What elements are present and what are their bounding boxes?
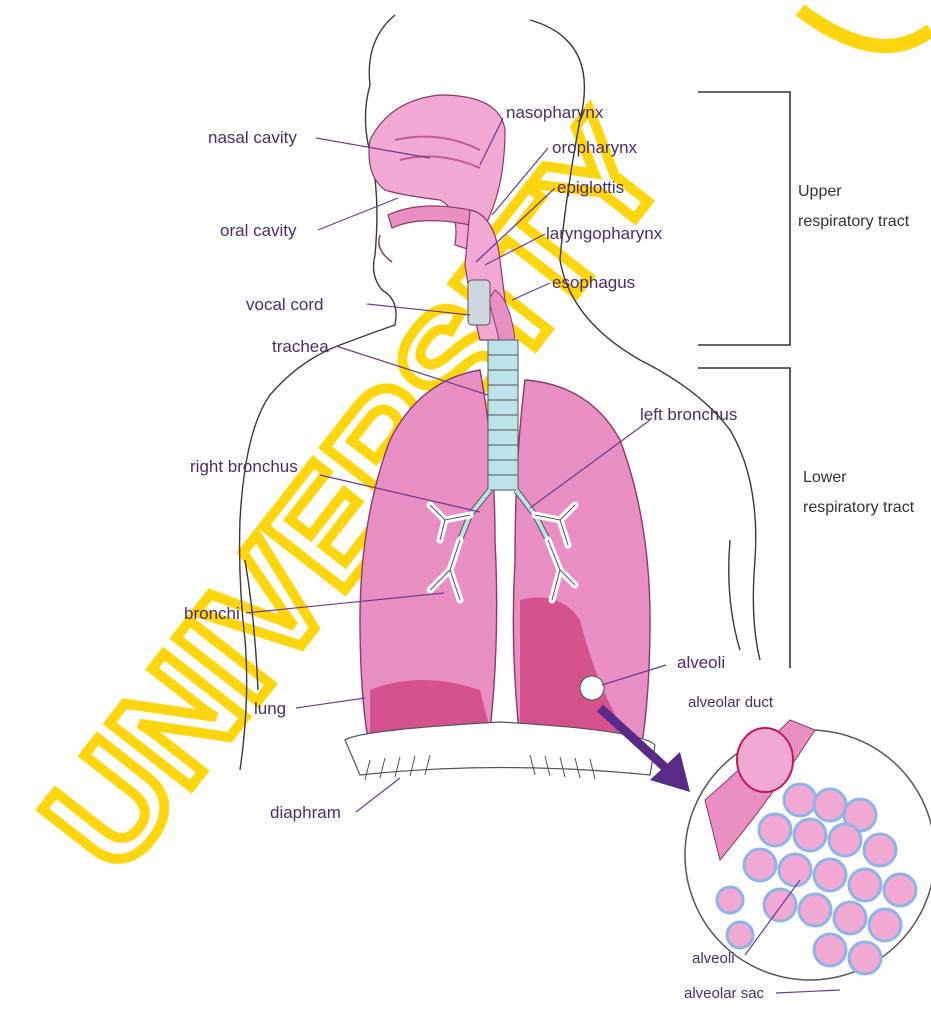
label-laryngopharynx: laryngopharynx [546,224,663,243]
upper-tract-label-line2: respiratory tract [798,213,910,230]
watermark-arc-top [800,10,931,46]
label-oropharynx: oropharynx [552,138,638,157]
upper-tract-bracket [698,92,790,345]
lower-tract-label-line1: Lower [803,469,847,486]
region-labels: Upper respiratory tract Lower respirator… [798,183,915,516]
upper-tract-label-line1: Upper [798,183,842,200]
larynx-shape [468,280,490,325]
label-diaphram: diaphram [270,803,341,822]
label-epiglottis: epiglottis [557,178,624,197]
label-alveoli-inset: alveoli [692,950,735,967]
label-right-bronchus: right bronchus [190,457,298,476]
label-oral-cavity: oral cavity [220,221,297,240]
label-left-bronchus: left bronchus [640,405,737,424]
label-alveolar-sac: alveolar sac [684,985,765,1002]
lower-tract-label-line2: respiratory tract [803,499,915,516]
label-nasopharynx: nasopharynx [506,103,604,122]
label-vocal-cord: vocal cord [246,295,323,314]
label-nasal-cavity: nasal cavity [208,128,297,147]
label-esophagus: esophagus [552,273,635,292]
label-alveolar-duct: alveolar duct [688,694,774,711]
alveoli-inset [685,720,931,980]
label-alveoli: alveoli [677,653,725,672]
alveoli-cluster [580,676,604,700]
label-trachea: trachea [272,337,329,356]
label-lung: lung [254,699,286,718]
region-brackets [698,92,790,668]
label-bronchi: bronchi [184,604,240,623]
